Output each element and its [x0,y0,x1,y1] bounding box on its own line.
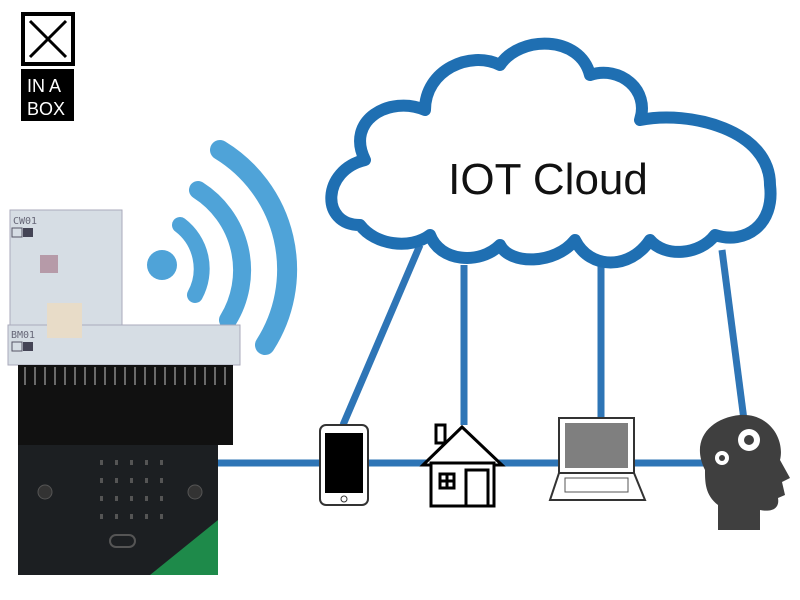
laptop-icon [548,417,647,501]
cloud-icon: IOT Cloud [325,37,777,269]
wifi-icon [147,140,298,355]
cw01-label: CW01 [13,216,37,227]
xinabox-logo: IN A BOX [21,12,75,121]
link-head [718,249,748,421]
bm01-board [7,324,241,366]
cloud-label: IOT Cloud [448,155,648,204]
house-icon [419,423,506,508]
smartphone-icon [319,424,369,506]
logo-text-line1: IN A [27,76,61,96]
link-phone [339,243,424,427]
xchip-stack: CW01 BM01 [7,209,241,575]
bm01-label: BM01 [11,330,35,341]
head-gears-icon [699,414,790,530]
network-links [218,243,748,467]
logo-text-line2: BOX [27,99,65,119]
